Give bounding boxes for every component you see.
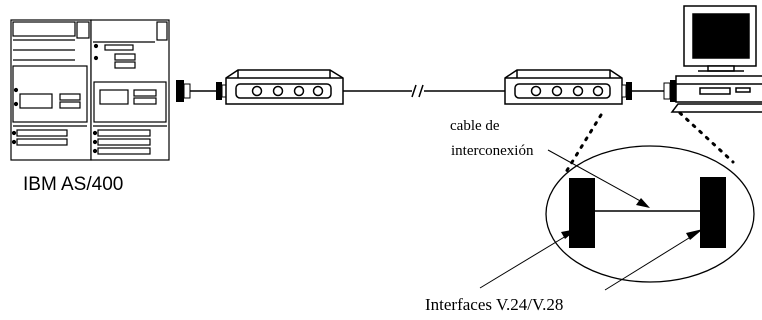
zoom-guide-right	[678, 111, 735, 164]
modem1-left-connector-icon	[216, 82, 227, 100]
cable-break-mark	[411, 84, 424, 98]
cable-label-leader	[547, 149, 645, 204]
cable-label-line1: cable de	[450, 118, 500, 134]
modem2-right-connector-icon	[621, 82, 632, 100]
interfaces-label: Interfaces V.24/V.28	[425, 295, 564, 314]
as400-server-icon	[10, 19, 170, 161]
modem-1-icon	[225, 69, 344, 105]
host-label: IBM AS/400	[23, 174, 124, 195]
interfaces-arrowhead-right	[686, 229, 703, 240]
interface-block-left-icon	[569, 178, 595, 248]
zoom-guide-left	[564, 113, 603, 174]
cable-label-line2: interconexión	[451, 143, 534, 159]
terminal-connector-icon	[663, 80, 676, 102]
interfaces-arrowhead-left	[561, 229, 577, 239]
cable-label-arrowhead	[636, 198, 650, 208]
zoom-ellipse	[545, 145, 755, 283]
interfaces-leader-right	[604, 232, 698, 291]
interfaces-leader-left	[479, 232, 572, 289]
desktop-computer-icon	[670, 5, 762, 113]
server-connector-icon	[176, 80, 191, 102]
interface-block-right-icon	[700, 177, 726, 248]
modem-2-icon	[504, 69, 623, 105]
